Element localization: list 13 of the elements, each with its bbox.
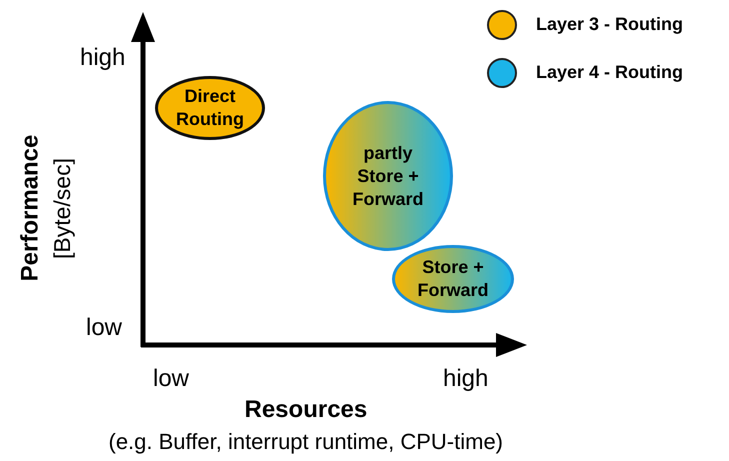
axis-tick-label: high bbox=[80, 44, 126, 72]
legend-label: Layer 3 - Routing bbox=[536, 14, 684, 35]
axis-note: (e.g. Buffer, interrupt runtime, CPU-time) bbox=[108, 429, 504, 455]
node-label: Store + Forward bbox=[416, 256, 490, 302]
axis-tick-label: low bbox=[153, 365, 190, 393]
axis-tick-label: high bbox=[443, 365, 488, 393]
legend-label: Layer 4 - Routing bbox=[536, 62, 684, 83]
node-label: Direct Routing bbox=[175, 85, 245, 131]
axis-tick-label: low bbox=[86, 314, 122, 342]
node-label: partly Store + Forward bbox=[351, 142, 424, 210]
axis-unit: [Byte/sec] bbox=[48, 158, 76, 258]
axis-title: Resources bbox=[244, 396, 368, 424]
axis-title: Performance bbox=[16, 134, 44, 282]
